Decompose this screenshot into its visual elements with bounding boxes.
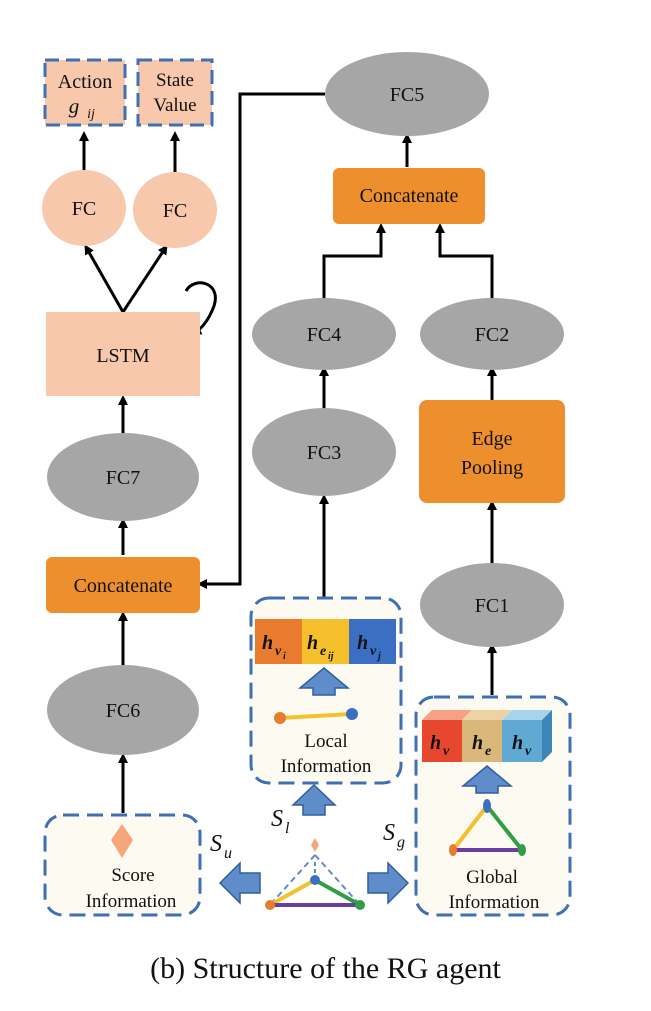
score-label-1: Score <box>111 865 154 886</box>
local-node-j <box>346 708 358 720</box>
concatenate-left-node <box>46 557 200 613</box>
local-hvi-h: h <box>262 632 273 654</box>
global-he-h: h <box>472 732 483 754</box>
symbol-sg: S <box>383 820 395 846</box>
fc-right-label: FC <box>163 200 187 222</box>
fc1-label: FC1 <box>475 595 509 617</box>
local-cell-hvj <box>349 619 396 664</box>
lstm-label: LSTM <box>96 345 150 367</box>
local-label-1: Local <box>304 731 347 752</box>
fc3-node <box>252 408 396 496</box>
local-up-arrow-icon <box>297 667 351 696</box>
sg-right-arrow-icon <box>367 861 410 905</box>
state-value-label-2: Value <box>153 95 196 116</box>
score-information-panel <box>43 813 202 917</box>
local-hvj-j: j <box>376 651 381 662</box>
lstm-node <box>46 312 200 396</box>
action-box <box>43 58 127 127</box>
action-label: Action <box>58 71 112 93</box>
fc4-node <box>252 298 396 370</box>
fc2-label: FC2 <box>475 324 509 346</box>
fc-left-label: FC <box>72 198 96 220</box>
global-cell-he <box>462 720 502 762</box>
local-hvi-v: v <box>275 644 282 659</box>
global-block-side <box>542 710 552 762</box>
arrow-fc4-to-concat <box>322 223 386 302</box>
global-he-e: e <box>485 744 491 759</box>
fc1-node <box>420 563 564 647</box>
connectors <box>79 92 497 813</box>
lstm-recurrent-loop <box>184 281 217 335</box>
symbol-su: S <box>210 831 222 857</box>
symbol-sl-sub: l <box>285 820 290 837</box>
central-graph-icon <box>265 838 365 910</box>
local-heij-h: h <box>307 632 318 654</box>
arrow-fc5-to-concat-left <box>197 92 325 589</box>
local-heij-e: e <box>320 644 326 659</box>
action-g: g <box>69 94 80 118</box>
edge-pooling-label-1: Edge <box>471 428 512 450</box>
symbol-sg-sub: g <box>397 834 405 851</box>
concatenate-right-label: Concatenate <box>360 185 459 207</box>
figure-caption: (b) Structure of the RG agent <box>150 952 501 985</box>
local-hvj-v: v <box>370 644 377 659</box>
global-hv2-v: v <box>525 744 532 759</box>
action-g-subscript: ij <box>87 107 95 122</box>
global-embedding-blocks <box>422 710 552 762</box>
score-diamond-icon <box>111 824 133 858</box>
fc7-label: FC7 <box>106 467 140 489</box>
fc3-label: FC3 <box>307 442 341 464</box>
su-left-arrow-icon <box>218 861 261 905</box>
global-label-2: Information <box>449 892 540 913</box>
local-hvi-i: i <box>283 651 286 662</box>
edge-pooling-label-2: Pooling <box>461 457 523 479</box>
fc6-node <box>47 665 199 755</box>
global-cell-hv1 <box>422 720 462 762</box>
fc-left-node <box>42 170 126 246</box>
arrow-fc2-to-concat <box>435 223 494 302</box>
local-hvj-h: h <box>357 632 368 654</box>
local-heij-ij: ij <box>328 651 334 662</box>
concatenate-left-label: Concatenate <box>74 575 173 597</box>
global-block-hv1-top <box>422 710 472 720</box>
fc6-label: FC6 <box>106 700 140 722</box>
score-label-2: Information <box>86 891 177 912</box>
global-hv1-v: v <box>443 744 450 759</box>
arrow-lstm-to-fc-left <box>84 244 125 313</box>
local-edge-line <box>279 712 353 720</box>
global-hv2-h: h <box>512 732 523 754</box>
fc5-label: FC5 <box>390 84 424 106</box>
global-cell-hv2 <box>502 720 542 762</box>
state-value-box <box>136 58 214 127</box>
local-label-2: Information <box>281 756 372 777</box>
fc2-node <box>420 298 564 370</box>
symbol-su-sub: u <box>224 845 232 862</box>
global-hv1-h: h <box>430 732 441 754</box>
symbol-sl: S <box>271 806 283 832</box>
global-up-arrow-icon <box>460 765 514 794</box>
fc4-label: FC4 <box>307 324 341 346</box>
arrow-lstm-to-fc-right <box>121 244 168 313</box>
global-block-he-top <box>462 710 512 720</box>
global-label-1: Global <box>466 867 518 888</box>
local-cell-hvi <box>255 619 302 664</box>
sl-up-arrow-icon <box>291 783 337 816</box>
global-graph-icon <box>449 799 526 856</box>
local-node-i <box>274 712 286 724</box>
fc7-node <box>47 433 199 521</box>
fc-right-node <box>133 172 217 248</box>
concatenate-right-node <box>333 168 485 224</box>
state-value-label-1: State <box>156 70 194 91</box>
local-cell-heij <box>302 619 349 664</box>
central-score-diamond <box>311 838 319 852</box>
edge-pooling-node <box>419 400 565 503</box>
fc5-node <box>325 52 489 136</box>
global-block-hv2-top <box>502 710 552 720</box>
